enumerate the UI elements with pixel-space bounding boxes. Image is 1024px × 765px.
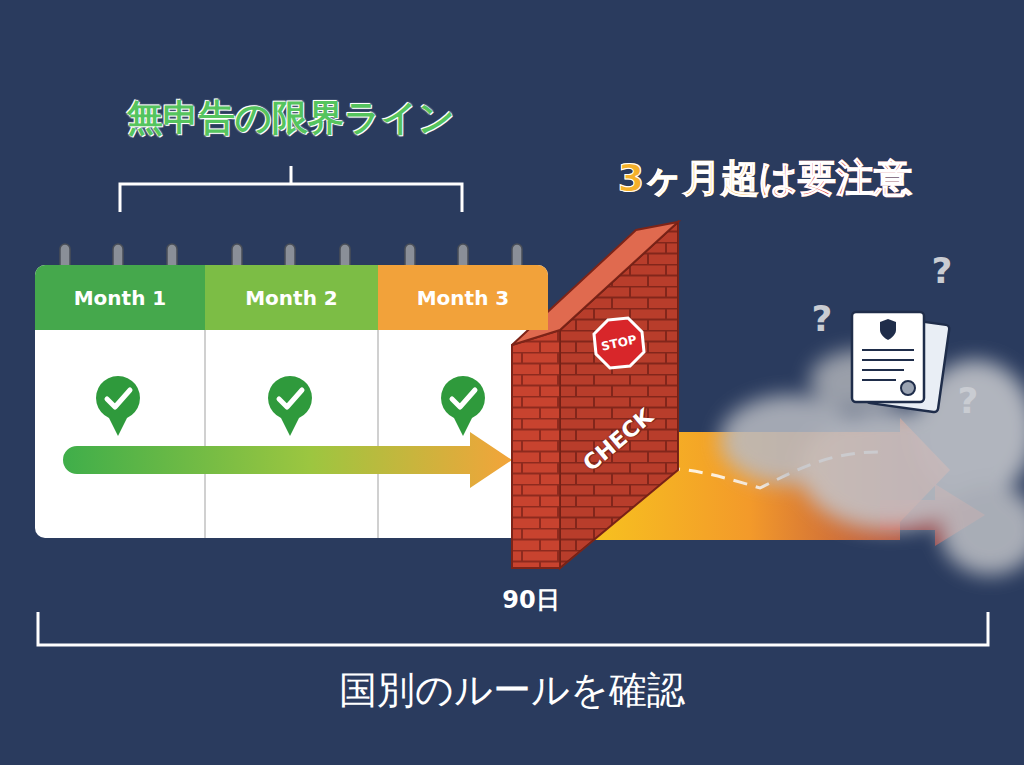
month-header: Month 3 <box>378 265 548 330</box>
check-mark <box>279 390 302 407</box>
check-mark <box>452 390 475 407</box>
calendar-divider <box>377 330 379 538</box>
stop-sign <box>594 318 644 368</box>
check-mark <box>107 390 130 407</box>
month-label: Month 3 <box>417 286 510 310</box>
month-header: Month 1 <box>35 265 205 330</box>
days-label: 90日 <box>502 584 559 616</box>
caption-label: 国別のルールを確認 <box>339 665 685 716</box>
check-pin <box>268 376 312 436</box>
calendar-divider <box>204 330 206 538</box>
pin-shape <box>268 376 312 436</box>
month-label: Month 2 <box>245 286 338 310</box>
check-pin <box>441 376 485 436</box>
check-marks <box>96 376 485 436</box>
month-label: Month 1 <box>74 286 167 310</box>
pin-shape <box>96 376 140 436</box>
question-mark: ? <box>812 298 833 339</box>
calendar-body <box>35 265 548 538</box>
bottom-bracket <box>38 612 988 645</box>
check-pin <box>96 376 140 436</box>
document-icon <box>852 312 950 413</box>
question-mark: ? <box>958 380 979 421</box>
progress-arrow <box>63 432 512 488</box>
check-text: CHECK <box>578 404 657 476</box>
heading-label: 無申告の限界ライン <box>127 94 455 143</box>
pin-shape <box>441 376 485 436</box>
question-mark: ? <box>932 250 953 291</box>
warning-label: 3ヶ月超は要注意 <box>618 153 912 204</box>
stop-text: STOP <box>600 332 638 353</box>
top-bracket <box>120 166 462 212</box>
month-header: Month 2 <box>205 265 378 330</box>
